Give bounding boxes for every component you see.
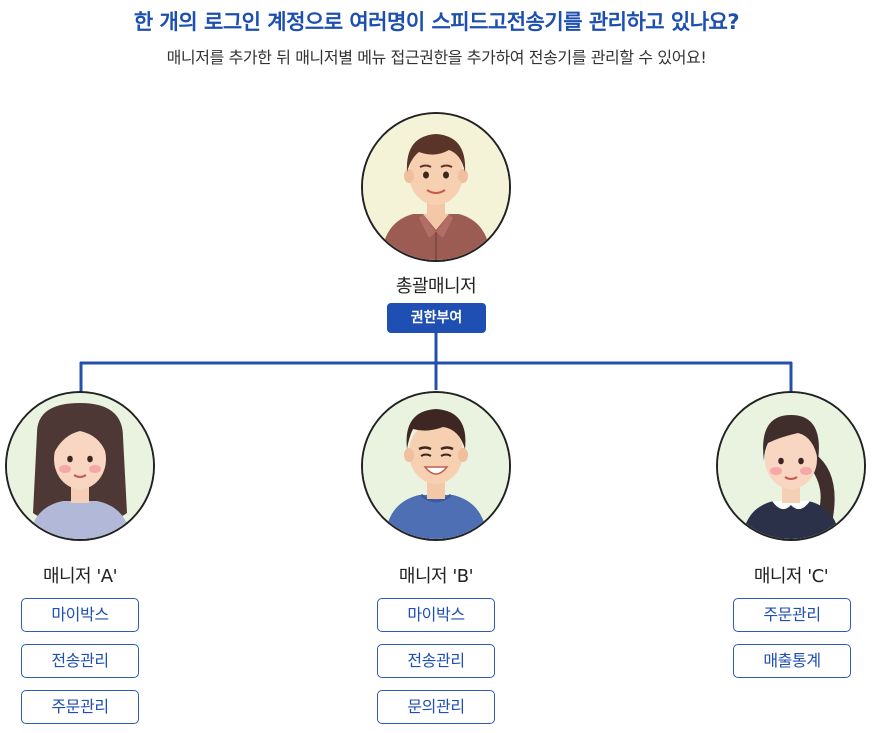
grant-permission-badge: 권한부여 [387, 303, 486, 333]
avatar-general-manager [361, 112, 511, 262]
woman-ponytail-icon [718, 393, 864, 539]
manager-a-name: 매니저 'A' [42, 566, 118, 587]
permission-tag: 문의관리 [377, 690, 495, 724]
woman-long-hair-icon [7, 393, 153, 539]
manager-b-name: 매니저 'B' [398, 566, 474, 587]
avatar-manager-b [361, 391, 511, 541]
page-title: 한 개의 로그인 계정으로 여러명이 스피드고전송기를 관리하고 있나요? [133, 10, 740, 34]
manager-c-name: 매니저 'C' [753, 566, 829, 587]
avatar-manager-c [716, 391, 866, 541]
permission-tag: 매출통계 [733, 644, 851, 678]
permission-tag: 전송관리 [21, 644, 139, 678]
permission-tag: 주문관리 [733, 598, 851, 632]
avatar-manager-a [5, 391, 155, 541]
permission-tag: 주문관리 [21, 690, 139, 724]
permission-tag: 마이박스 [377, 598, 495, 632]
man-with-collar-shirt-icon [363, 114, 509, 260]
page-subtitle: 매니저를 추가한 뒤 매니저별 메뉴 접근권한을 추가하여 전송기를 관리할 수… [166, 48, 707, 67]
permission-tag: 전송관리 [377, 644, 495, 678]
permission-tag: 마이박스 [21, 598, 139, 632]
smiling-man-icon [363, 393, 509, 539]
general-manager-name: 총괄매니저 [395, 276, 477, 297]
